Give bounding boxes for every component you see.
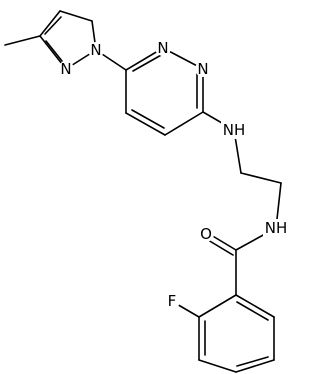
- bond-benzene-c3-c4: [235, 359, 275, 373]
- atom-label: F: [168, 292, 177, 310]
- bond-pyrazole-c3-c4-inner: [44, 16, 62, 35]
- atom-carbonyl-o: O: [198, 225, 214, 243]
- bond-pyridazine-c6-n1-inner: [132, 53, 164, 72]
- atom-label: N: [60, 60, 71, 78]
- atom-fluorine: F: [164, 292, 180, 310]
- bond-pyridazine-c4-c5: [125, 112, 166, 136]
- bond-c-f: [174, 302, 200, 318]
- bond-carbonyl-o-2: [207, 239, 234, 256]
- atom-label: O: [200, 225, 212, 243]
- atom-pyrazole-n2: N: [58, 60, 74, 78]
- atom-pyridazine-n1: N: [155, 39, 171, 57]
- bond-pyrazole-n2-c3-inner: [45, 40, 63, 62]
- atom-amine-nh: NH: [221, 121, 247, 139]
- bond-methyl: [4, 35, 41, 46]
- bond-pyrazole-c4-c5: [59, 10, 93, 22]
- bond-benzene-c4-c5: [198, 359, 237, 373]
- atom-label: N: [90, 41, 101, 59]
- bond-benzene-c1-c2: [235, 294, 275, 318]
- bond-benzene-c3-c4-inner: [236, 356, 269, 367]
- atom-label: NH: [265, 219, 288, 237]
- bond-benzene-c6-c1: [198, 294, 237, 318]
- atom-label: N: [197, 60, 208, 78]
- bond-pyridazine-c3-c4: [164, 111, 204, 136]
- atom-label: N: [157, 39, 168, 57]
- bond-pyridazine-c4-c5-inner: [131, 109, 165, 129]
- bond-benzene-c1-c2-inner: [236, 301, 269, 321]
- bond-carbonyl-o: [210, 234, 237, 251]
- bond-pyrazole-c3-c4: [39, 10, 61, 37]
- atom-amide-nh: NH: [263, 219, 289, 237]
- atom-labels: N N N N NH NH O F: [58, 39, 289, 310]
- atom-pyrazole-n1: N: [88, 41, 104, 59]
- bonds: [4, 10, 282, 373]
- chemical-structure: N N N N NH NH O F: [4, 10, 289, 373]
- bond-ch2-ch2: [240, 172, 282, 184]
- atom-label: NH: [223, 121, 246, 139]
- atom-pyridazine-n2: N: [195, 60, 211, 78]
